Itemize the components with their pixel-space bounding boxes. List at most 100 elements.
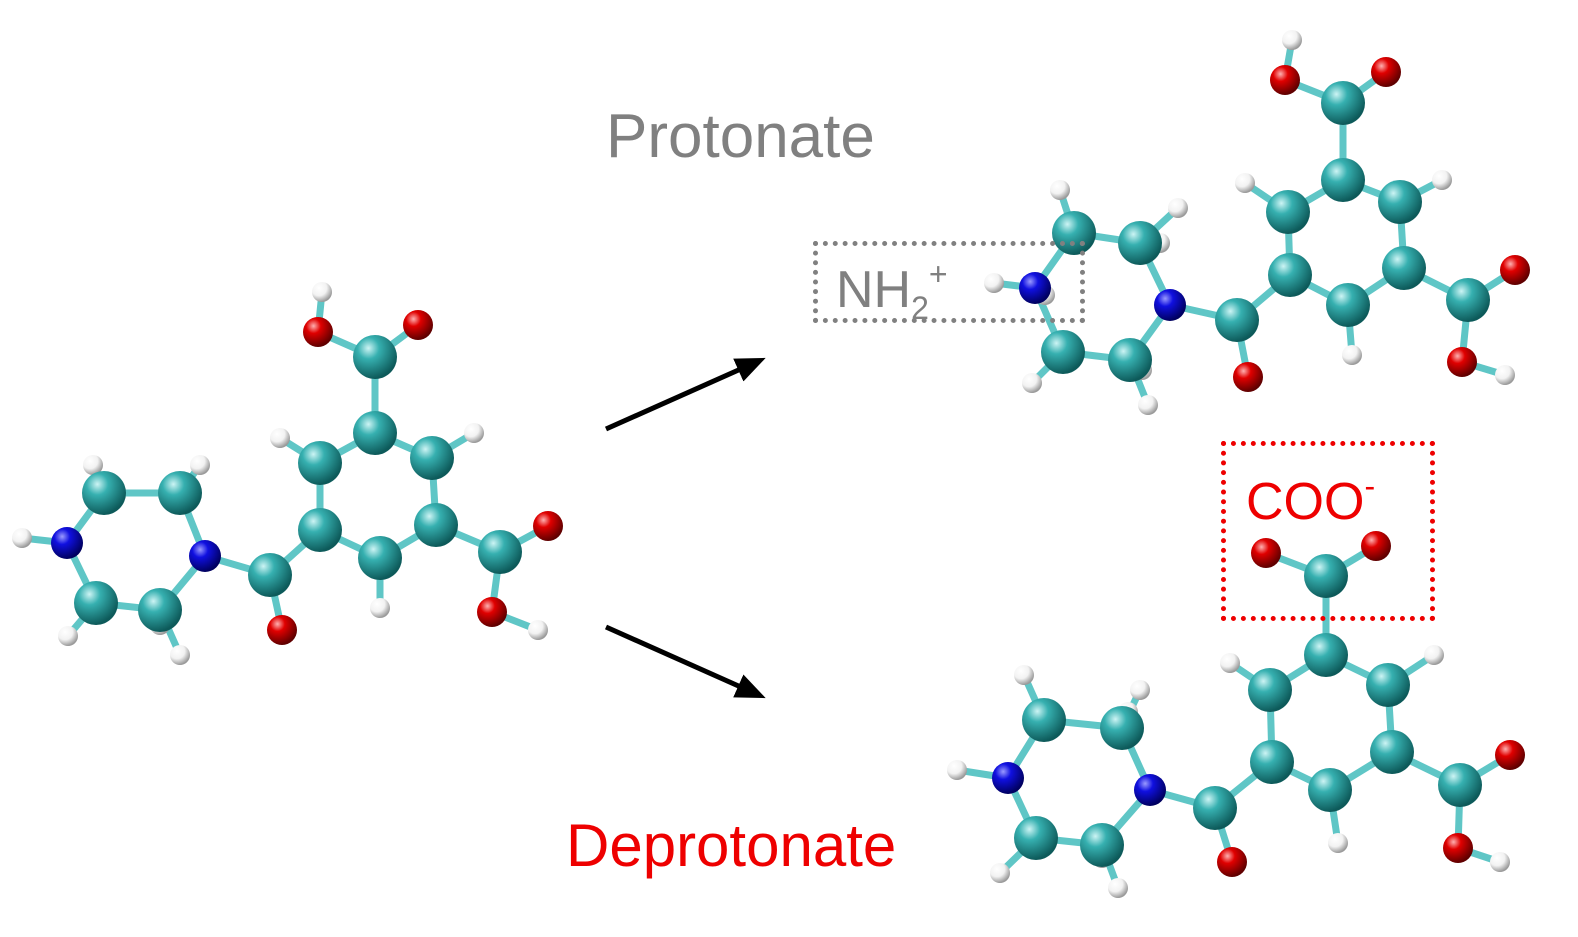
hydrogen-atom	[1014, 665, 1034, 685]
hydrogen-atom	[1432, 170, 1452, 190]
carbon-atom	[158, 471, 202, 515]
carbon-atom	[248, 553, 292, 597]
carbon-atom	[478, 530, 522, 574]
carbon-atom	[353, 335, 397, 379]
hydrogen-atom	[947, 760, 967, 780]
carbon-atom	[1041, 330, 1085, 374]
carbon-atom	[1370, 730, 1414, 774]
nitrogen-atom	[1019, 272, 1051, 304]
nitrogen-atom	[1154, 289, 1186, 321]
carbon-atom	[1118, 221, 1162, 265]
carbon-atom	[1266, 190, 1310, 234]
oxygen-atom	[1217, 847, 1247, 877]
oxygen-atom	[1447, 347, 1477, 377]
carbon-atom	[1250, 740, 1294, 784]
oxygen-atom	[1361, 531, 1391, 561]
hydrogen-atom	[1220, 653, 1240, 673]
hydrogen-atom	[1495, 365, 1515, 385]
protonate-label: Protonate	[606, 102, 875, 171]
oxygen-atom	[1233, 362, 1263, 392]
hydrogen-atom	[370, 598, 390, 618]
carbon-atom	[1321, 81, 1365, 125]
carbon-atom	[1215, 298, 1259, 342]
nh2-plus-label: NH2+	[836, 256, 948, 326]
carbon-atom	[1382, 246, 1426, 290]
carbon-atom	[298, 441, 342, 485]
deprotonate-label: Deprotonate	[566, 812, 897, 879]
carbon-atom	[1022, 698, 1066, 742]
hydrogen-atom	[1490, 852, 1510, 872]
carbon-atom	[1108, 338, 1152, 382]
hydrogen-atom	[984, 273, 1004, 293]
carbon-atom	[1014, 816, 1058, 860]
carbon-atom	[1304, 633, 1348, 677]
carbon-atom	[1446, 278, 1490, 322]
hydrogen-atom	[58, 626, 78, 646]
hydrogen-atom	[1235, 173, 1255, 193]
hydrogen-atom	[270, 428, 290, 448]
carbon-atom	[1193, 786, 1237, 830]
hydrogen-atom	[1138, 395, 1158, 415]
carbon-atom	[1321, 158, 1365, 202]
coo-minus-label: COO-	[1246, 468, 1376, 531]
carbon-atom	[1378, 180, 1422, 224]
carbon-atom	[298, 508, 342, 552]
nitrogen-atom	[51, 527, 83, 559]
hydrogen-atom	[1168, 198, 1188, 218]
hydrogen-atom	[1282, 30, 1302, 50]
hydrogen-atom	[1050, 180, 1070, 200]
oxygen-atom	[403, 310, 433, 340]
carbon-atom	[1438, 763, 1482, 807]
hydrogen-atom	[170, 645, 190, 665]
carbon-atom	[1100, 706, 1144, 750]
hydrogen-atom	[1022, 373, 1042, 393]
hydrogen-atom	[528, 620, 548, 640]
carbon-atom	[138, 588, 182, 632]
nitrogen-atom	[189, 540, 221, 572]
carbon-atom	[410, 436, 454, 480]
carbon-atom	[1308, 768, 1352, 812]
oxygen-atom	[1500, 255, 1530, 285]
carbon-atom	[1304, 554, 1348, 598]
arrow-to-protonated	[604, 357, 766, 432]
nitrogen-atom	[1134, 774, 1166, 806]
hydrogen-atom	[312, 282, 332, 302]
oxygen-atom	[1270, 65, 1300, 95]
molecule-reactant	[12, 282, 563, 665]
hydrogen-atom	[12, 528, 32, 548]
arrow-to-deprotonated	[604, 624, 766, 699]
hydrogen-atom	[990, 863, 1010, 883]
carbon-atom	[1326, 283, 1370, 327]
oxygen-atom	[1443, 833, 1473, 863]
carbon-atom	[1248, 668, 1292, 712]
molecule-protonated	[984, 30, 1530, 415]
hydrogen-atom	[464, 423, 484, 443]
nh2-highlight-box	[813, 241, 1085, 323]
oxygen-atom	[1495, 740, 1525, 770]
oxygen-atom	[477, 597, 507, 627]
hydrogen-atom	[1108, 878, 1128, 898]
coo-highlight-box	[1221, 441, 1435, 621]
oxygen-atom	[533, 511, 563, 541]
carbon-atom	[82, 471, 126, 515]
hydrogen-atom	[1342, 345, 1362, 365]
nitrogen-atom	[992, 762, 1024, 794]
molecule-deprotonated	[947, 531, 1525, 898]
carbon-atom	[74, 581, 118, 625]
carbon-atom	[353, 411, 397, 455]
hydrogen-atom	[190, 455, 210, 475]
oxygen-atom	[303, 317, 333, 347]
carbon-atom	[358, 536, 402, 580]
hydrogen-atom	[1328, 833, 1348, 853]
carbon-atom	[1268, 253, 1312, 297]
carbon-atom	[1366, 663, 1410, 707]
carbon-atom	[414, 503, 458, 547]
hydrogen-atom	[83, 455, 103, 475]
hydrogen-atom	[1130, 680, 1150, 700]
oxygen-atom	[267, 615, 297, 645]
carbon-atom	[1080, 823, 1124, 867]
hydrogen-atom	[1424, 645, 1444, 665]
oxygen-atom	[1371, 57, 1401, 87]
oxygen-atom	[1251, 538, 1281, 568]
